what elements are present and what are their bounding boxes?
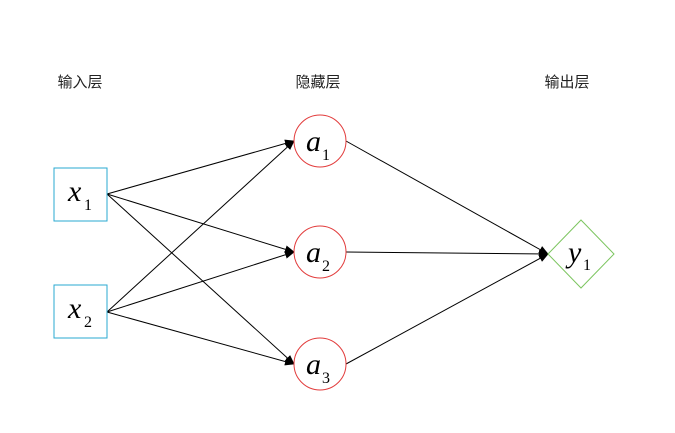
input-node-letter: x: [67, 175, 82, 208]
output-node-letter: y: [565, 236, 582, 269]
edge-x2-a2: [106, 250, 295, 313]
input-layer-label: 输入层: [57, 73, 102, 91]
hidden-node-a3: a 3: [293, 337, 347, 391]
hidden-node-circle: [293, 114, 347, 168]
edge-x1-a3: [106, 193, 295, 365]
edge-a2-y1: [345, 249, 549, 258]
hidden-node-letter: a: [306, 236, 321, 269]
edge-x1-a1: [106, 139, 295, 195]
edge-x1-a2: [106, 193, 295, 254]
connection-edges: [106, 139, 549, 366]
input-node-box: [53, 167, 108, 222]
hidden-node-subscript: 1: [322, 147, 330, 164]
input-node-subscript: 1: [84, 197, 92, 214]
hidden-layer-label: 隐藏层: [295, 73, 340, 91]
edge-a3-y1: [345, 253, 549, 365]
hidden-node-letter: a: [306, 348, 321, 381]
output-layer-label: 输出层: [544, 73, 589, 91]
hidden-node-circle: [293, 225, 347, 279]
output-node-subscript: 1: [583, 257, 591, 274]
input-node-box: [53, 284, 108, 339]
edge-x2-a3: [106, 311, 295, 366]
input-node-x2: x 2: [53, 284, 108, 339]
input-node-letter: x: [67, 292, 82, 325]
input-node-subscript: 2: [84, 314, 92, 331]
hidden-node-subscript: 3: [322, 370, 330, 387]
output-node-y1: y 1: [547, 219, 615, 289]
hidden-node-letter: a: [306, 125, 321, 158]
edge-a1-y1: [345, 140, 549, 255]
edge-x2-a1: [106, 140, 295, 313]
hidden-node-a2: a 2: [293, 225, 347, 279]
hidden-node-circle: [293, 337, 347, 391]
output-node-diamond: [547, 219, 615, 289]
hidden-node-a1: a 1: [293, 114, 347, 168]
input-node-x1: x 1: [53, 167, 108, 222]
hidden-node-subscript: 2: [322, 258, 330, 275]
